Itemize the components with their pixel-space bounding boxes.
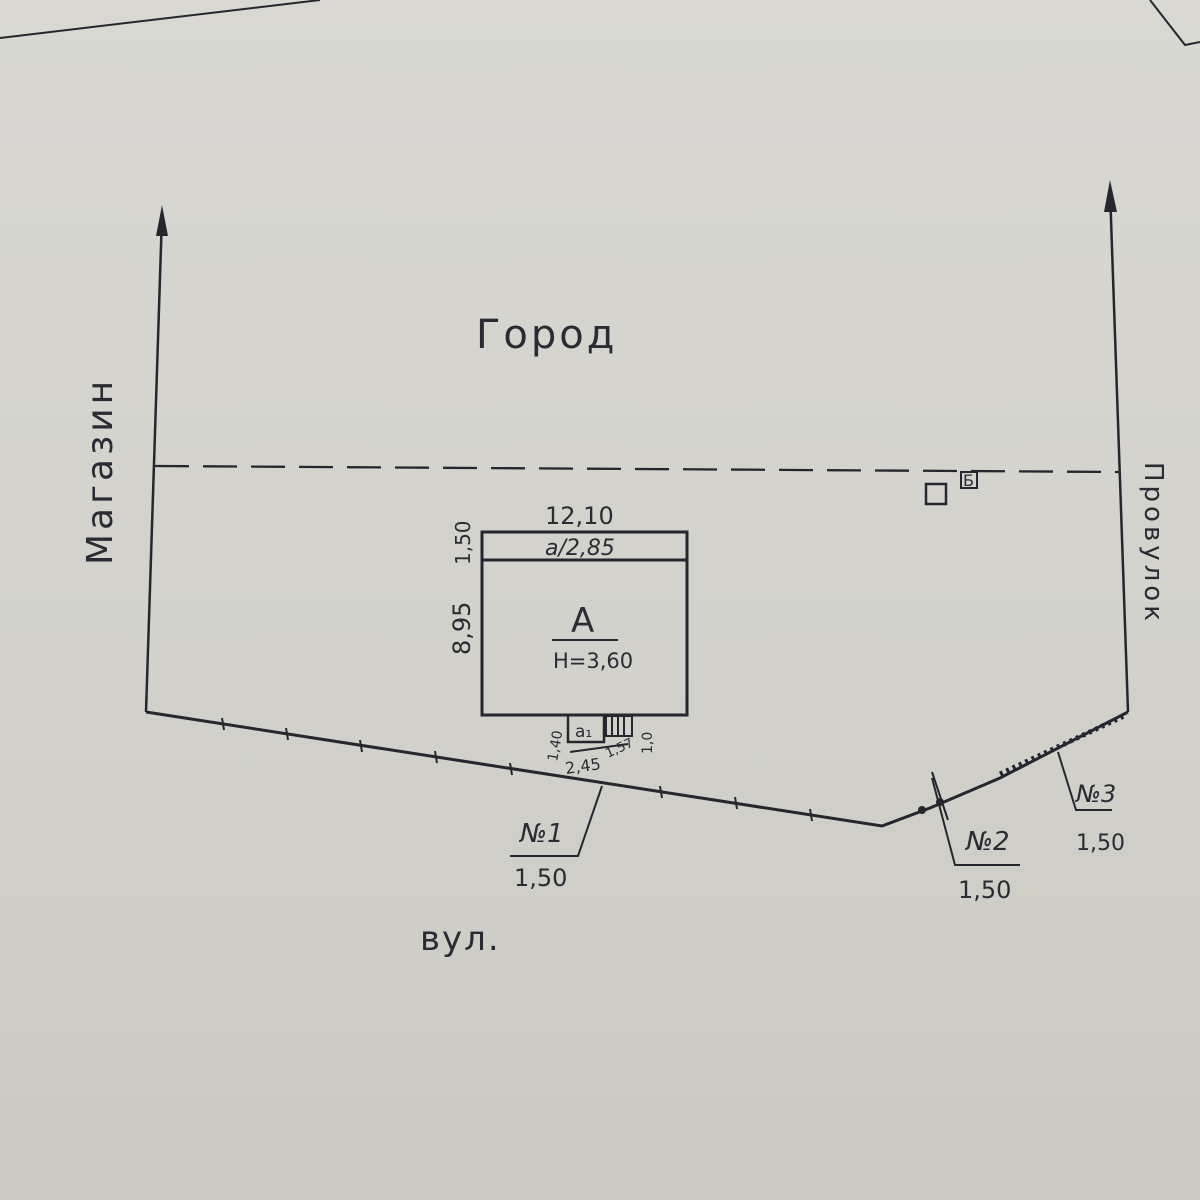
porch-dim-left: 1,40 (545, 729, 566, 762)
marker-b-letter: Б (963, 471, 974, 490)
right-boundary-line (1108, 189, 1130, 713)
right-boundary-arrow (1104, 180, 1117, 212)
gate-1-number: №1 (518, 819, 564, 849)
porch-dim-bottom: 2,45 (564, 754, 602, 778)
building-letter: А (571, 601, 594, 641)
street-frontage-line (145, 710, 1129, 828)
marker-b-box (960, 471, 978, 489)
paper-fold-line (0, 0, 321, 39)
gate-2-posts (918, 798, 944, 814)
porch-dim-right: 1,0 (640, 732, 656, 754)
left-boundary-arrow (156, 205, 168, 236)
gate-1-leader (510, 785, 603, 857)
annex-label: а/2,85 (545, 536, 615, 561)
garden-label: Город (476, 312, 617, 358)
porch-outline (566, 713, 606, 744)
gate-1-size: 1,50 (514, 864, 567, 892)
gate-3-size: 1,50 (1076, 831, 1125, 856)
marker-b-square (924, 482, 948, 506)
gate-2-number: №2 (964, 827, 1010, 857)
left-boundary-line (144, 214, 164, 713)
gate-3-number: №3 (1074, 780, 1116, 808)
lane-label: Провулок (1138, 462, 1168, 625)
porch-letter: а₁ (575, 722, 592, 742)
porch-dim-line (569, 743, 629, 753)
dashed-division-line (154, 464, 1121, 474)
building-height: Н=3,60 (553, 649, 633, 673)
annex-depth: 1,50 (451, 520, 475, 565)
street-label: вул. (420, 919, 501, 959)
building-length: 12,10 (545, 502, 614, 530)
paper-corner-line (1149, 0, 1200, 47)
porch-dim-mid: 1,57 (603, 736, 636, 762)
gate-2-leader-b (931, 771, 949, 821)
porch-step-lines (611, 716, 625, 736)
fence-hatch (998, 713, 1126, 777)
gate-2-leader (931, 777, 1020, 866)
store-label: Магазин (80, 377, 121, 565)
gate-2-size: 1,50 (958, 876, 1011, 904)
building-width: 8,95 (448, 602, 476, 655)
gate-3-leader (1057, 751, 1112, 811)
frontage-ticks (221, 717, 813, 822)
